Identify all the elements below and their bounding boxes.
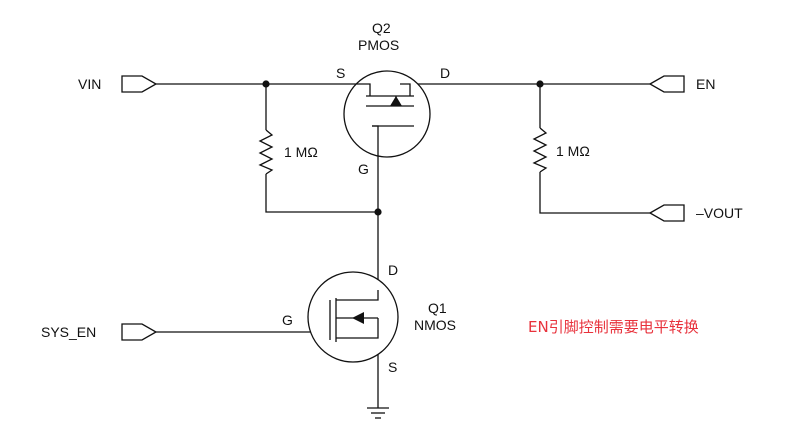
resistor-r1-symbol <box>258 129 274 175</box>
vout-label: –VOUT <box>696 205 743 221</box>
q1-drain-label: D <box>388 262 398 278</box>
q1-nmos-symbol <box>307 271 399 363</box>
r1-bottom-lead <box>265 174 378 213</box>
en-label: EN <box>696 76 715 92</box>
q2-source-label: S <box>336 65 345 81</box>
vin-label: VIN <box>78 76 101 92</box>
q1-gate-label: G <box>282 312 293 328</box>
junctions <box>262 80 544 216</box>
r1-value-label: 1 MΩ <box>284 144 318 160</box>
q2-pmos-symbol <box>343 70 431 160</box>
r2-bottom-lead <box>539 172 650 214</box>
vin-port <box>121 75 158 93</box>
junction-gate <box>374 208 382 216</box>
en-port <box>648 75 685 93</box>
q2-gate-label: G <box>358 161 369 177</box>
resistor-r2-symbol <box>532 127 548 173</box>
sys-en-port <box>121 323 158 341</box>
junction-vin <box>262 80 270 88</box>
wires <box>156 83 650 408</box>
sys-en-label: SYS_EN <box>41 324 96 340</box>
q1-type-label: NMOS <box>414 317 456 333</box>
ground-symbol <box>367 407 389 419</box>
junction-en <box>536 80 544 88</box>
annotation-note: EN引脚控制需要电平转换 <box>528 318 699 336</box>
q1-source-label: S <box>388 359 397 375</box>
q2-type-label: PMOS <box>358 37 399 53</box>
q2-ref-label: Q2 <box>372 20 391 36</box>
vout-port <box>648 204 685 222</box>
q2-drain-label: D <box>440 65 450 81</box>
r2-value-label: 1 MΩ <box>556 143 590 159</box>
q1-ref-label: Q1 <box>428 300 447 316</box>
